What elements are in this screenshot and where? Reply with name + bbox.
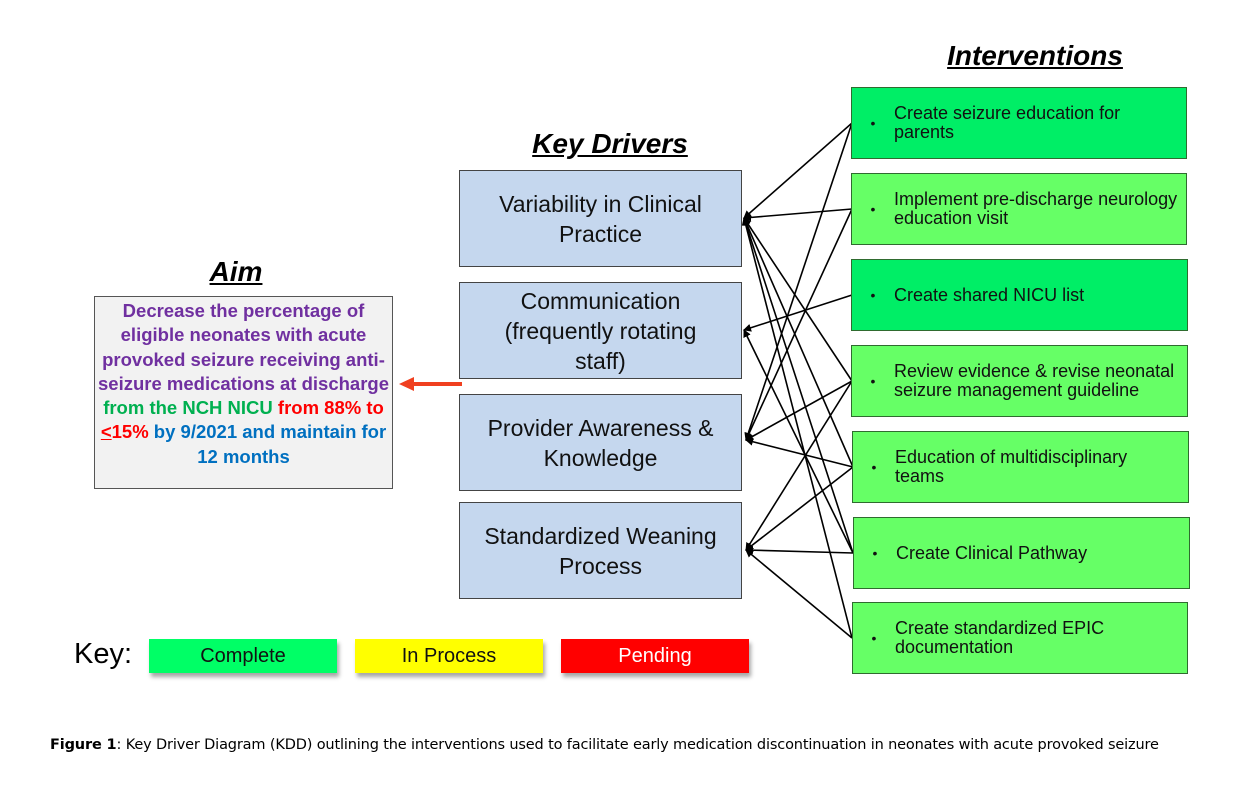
intervention-label: Create seizure education for parents bbox=[894, 103, 1121, 142]
connector-line bbox=[744, 122, 853, 441]
connector-line bbox=[745, 380, 853, 551]
aim-arrow-head bbox=[399, 377, 414, 391]
interventions-heading: Interventions bbox=[947, 40, 1123, 71]
intervention-box: • Create standardized EPIC documentation bbox=[852, 602, 1188, 674]
intervention-box: • Create shared NICU list bbox=[851, 259, 1188, 331]
aim-text-segment: < bbox=[100, 421, 112, 443]
key-driver-label: Standardized Weaning Process bbox=[484, 522, 717, 579]
intervention-box: • Create seizure education for parents bbox=[851, 87, 1187, 159]
key-driver-communication: Communication (frequently rotating staff… bbox=[459, 282, 742, 379]
key-in-process-label: In Process bbox=[401, 644, 497, 667]
intervention-label: Implement pre-discharge neurology educat… bbox=[894, 189, 1178, 228]
connector-line bbox=[745, 466, 854, 551]
bullet-icon: • bbox=[871, 458, 877, 475]
key-pending-label: Pending bbox=[618, 644, 692, 667]
key-complete: Complete bbox=[149, 639, 337, 673]
connector-line bbox=[745, 380, 853, 441]
connector-line bbox=[743, 217, 853, 382]
aim-text-segment: from 88% to bbox=[277, 397, 384, 419]
bullet-icon: • bbox=[870, 372, 876, 389]
key-drivers-heading: Key Drivers bbox=[532, 128, 688, 159]
intervention-label: Create shared NICU list bbox=[894, 284, 1085, 305]
aim-text-segment: 15% bbox=[111, 421, 149, 443]
connector-line bbox=[743, 217, 854, 468]
intervention-box: • Education of multidisciplinary teams bbox=[852, 431, 1189, 503]
key-driver-provider-awareness: Provider Awareness & Knowledge bbox=[459, 394, 742, 491]
intervention-box: • Review evidence & revise neonatal seizu… bbox=[851, 345, 1188, 417]
connector-line bbox=[743, 294, 853, 332]
intervention-box: • Create Clinical Pathway bbox=[853, 517, 1190, 589]
aim-text-segment: Decrease the percentage of eligible neon… bbox=[98, 300, 389, 394]
intervention-label: Create standardized EPIC documentation bbox=[895, 618, 1105, 657]
connector-line bbox=[745, 549, 853, 639]
key-complete-label: Complete bbox=[200, 644, 286, 667]
aim-text-segment: from the NCH NICU bbox=[103, 397, 278, 419]
key-in-process: In Process bbox=[355, 639, 543, 673]
key-driver-weaning-process: Standardized Weaning Process bbox=[459, 502, 742, 599]
connector-line bbox=[745, 208, 853, 441]
intervention-label: Create Clinical Pathway bbox=[896, 542, 1088, 563]
key-driver-label: Provider Awareness & Knowledge bbox=[487, 414, 714, 471]
connector-line bbox=[745, 546, 854, 555]
bullet-icon: • bbox=[871, 629, 877, 646]
bullet-icon: • bbox=[870, 114, 876, 131]
intervention-label: Review evidence & revise neonatal seizur… bbox=[894, 361, 1175, 400]
aim-text-segment: by 9/2021 and maintain for 12 months bbox=[148, 421, 387, 467]
connector-line bbox=[743, 329, 854, 554]
connector-line bbox=[742, 217, 854, 554]
connector-line bbox=[745, 437, 854, 468]
aim-statement-box: Decrease the percentage of eligible neon… bbox=[94, 296, 393, 489]
connector-line bbox=[743, 208, 853, 222]
key-pending: Pending bbox=[561, 639, 749, 673]
key-driver-variability: Variability in Clinical Practice bbox=[459, 170, 742, 267]
aim-heading: Aim bbox=[209, 256, 263, 287]
connector-line bbox=[743, 122, 853, 219]
intervention-box: • Implement pre-discharge neurology educa… bbox=[851, 173, 1187, 245]
bullet-icon: • bbox=[872, 544, 878, 561]
figure-caption: Figure 1: Key Driver Diagram (KDD) outli… bbox=[50, 737, 1159, 753]
bullet-icon: • bbox=[870, 286, 876, 303]
bullet-icon: • bbox=[870, 200, 876, 217]
connector-line bbox=[741, 217, 853, 639]
key-driver-label: Communication (frequently rotating staff… bbox=[504, 287, 697, 374]
key-driver-label: Variability in Clinical Practice bbox=[499, 190, 702, 247]
caption-text: : Key Driver Diagram (KDD) outlining the… bbox=[116, 737, 1159, 753]
intervention-label: Education of multidisciplinary teams bbox=[895, 447, 1128, 486]
key-label: Key: bbox=[74, 638, 133, 670]
caption-label: Figure 1 bbox=[50, 737, 117, 753]
